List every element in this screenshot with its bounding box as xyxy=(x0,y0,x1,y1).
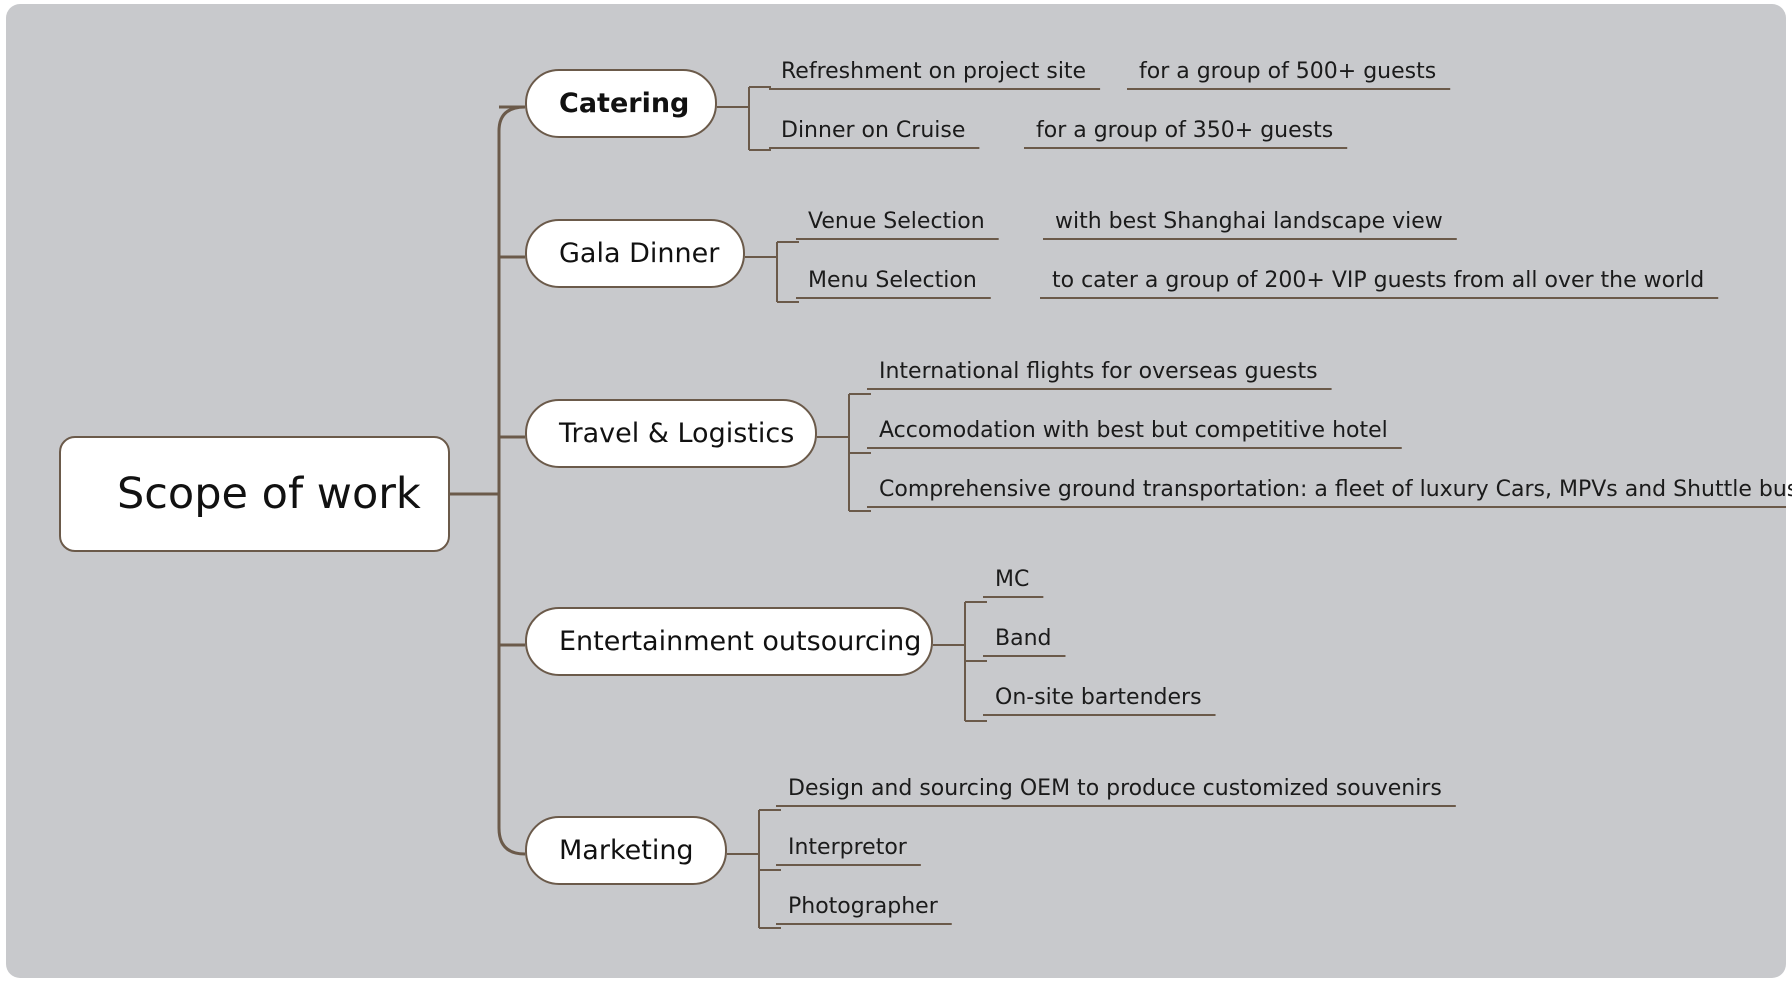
branch-label: Travel & Logistics xyxy=(559,418,795,449)
mind-map-canvas: Scope of work Catering Gala Dinner Trave… xyxy=(6,4,1792,978)
leaf-photographer[interactable]: Photographer xyxy=(788,894,938,919)
branch-spine xyxy=(497,105,526,856)
branch-label: Entertainment outsourcing xyxy=(559,626,922,657)
branch-label: Gala Dinner xyxy=(559,238,720,269)
leaf-refreshment[interactable]: Refreshment on project site xyxy=(781,59,1087,84)
root-node[interactable]: Scope of work xyxy=(59,436,450,552)
root-label: Scope of work xyxy=(117,469,421,519)
branch-entertainment-outsourcing[interactable]: Entertainment outsourcing xyxy=(525,607,933,676)
leaf-interpretor[interactable]: Interpretor xyxy=(788,835,907,860)
connector-lines xyxy=(450,86,1786,929)
leaf-menu-selection[interactable]: Menu Selection xyxy=(808,268,977,293)
leaf-ground-transportation[interactable]: Comprehensive ground transportation: a f… xyxy=(879,477,1792,502)
branch-catering[interactable]: Catering xyxy=(525,69,717,138)
leaf-mc[interactable]: MC xyxy=(995,567,1030,592)
leaf-detail-refreshment[interactable]: for a group of 500+ guests xyxy=(1139,59,1437,84)
branch-travel-logistics[interactable]: Travel & Logistics xyxy=(525,399,817,468)
leaf-band[interactable]: Band xyxy=(995,626,1052,651)
leaf-design-sourcing[interactable]: Design and sourcing OEM to produce custo… xyxy=(788,776,1442,801)
branch-marketing[interactable]: Marketing xyxy=(525,816,727,885)
leaf-detail-dinner-cruise[interactable]: for a group of 350+ guests xyxy=(1036,118,1334,143)
leaf-detail-menu[interactable]: to cater a group of 200+ VIP guests from… xyxy=(1052,268,1705,293)
branch-label: Marketing xyxy=(559,835,694,866)
leaf-international-flights[interactable]: International flights for overseas guest… xyxy=(879,359,1318,384)
leaf-detail-venue[interactable]: with best Shanghai landscape view xyxy=(1055,209,1443,234)
leaf-dinner-cruise[interactable]: Dinner on Cruise xyxy=(781,118,966,143)
branch-gala-dinner[interactable]: Gala Dinner xyxy=(525,219,745,288)
leaf-accomodation[interactable]: Accomodation with best but competitive h… xyxy=(879,418,1388,443)
leaf-bartenders[interactable]: On-site bartenders xyxy=(995,685,1202,710)
leaf-venue-selection[interactable]: Venue Selection xyxy=(808,209,985,234)
branch-label: Catering xyxy=(559,88,690,119)
